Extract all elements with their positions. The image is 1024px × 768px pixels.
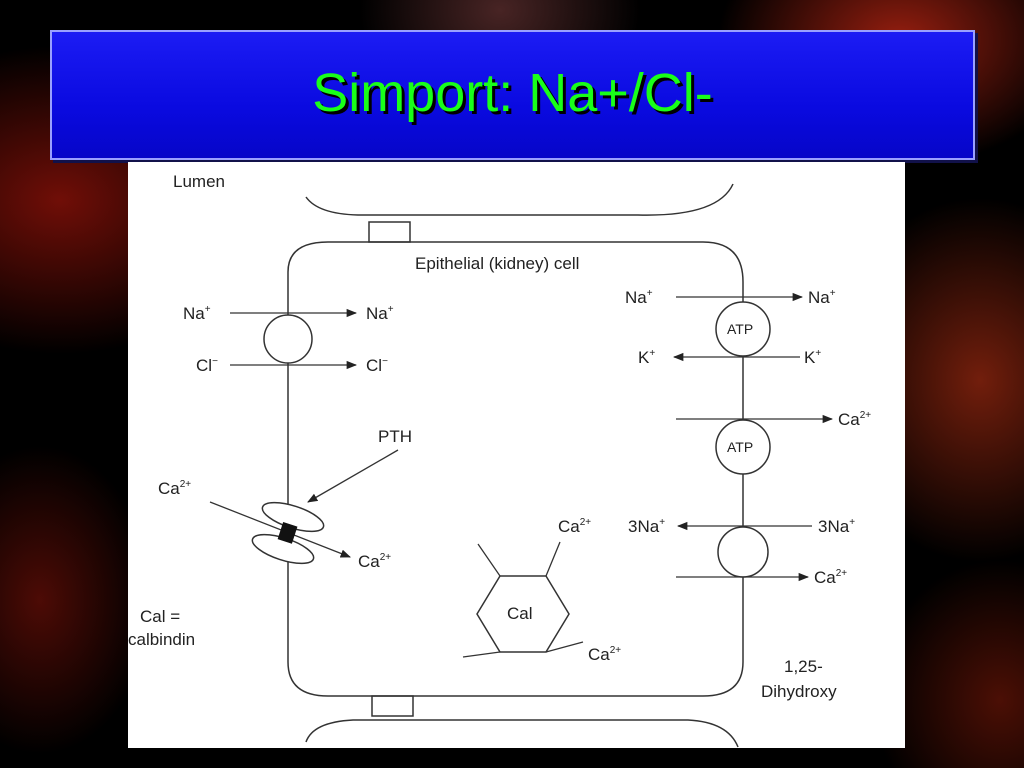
na-out-label: Na+: [366, 304, 394, 323]
cell-membrane: [287, 241, 744, 697]
na-k-atpase: [715, 301, 771, 357]
vitamin-d-line-2: Dihydroxy: [761, 682, 837, 701]
na-ca-exchanger: [717, 526, 769, 578]
diagram-svg: Lumen Epithelial (kidney) cell Na+ Na+ C…: [128, 172, 871, 748]
k-cell-label: K+: [638, 348, 655, 367]
calbindin-label: Cal: [507, 604, 533, 623]
ca-channel-pore: [277, 521, 298, 544]
calbindin-bond-3: [462, 651, 501, 658]
na-in-label: Na+: [183, 304, 211, 323]
ca-channel-arrow: [209, 501, 351, 558]
na-cl-symporter: [263, 314, 313, 364]
adjacent-cell-curve: [305, 719, 739, 748]
ca-cell-label: Ca2+: [358, 552, 391, 571]
ca-exchange-label: Ca2+: [814, 568, 847, 587]
cl-out-label: Cl−: [366, 356, 388, 375]
ca-bound-2-label: Ca2+: [588, 645, 621, 664]
na-cell-label: Na+: [625, 288, 653, 307]
tight-junction-top: [368, 221, 411, 243]
lumen-top-curve: [305, 183, 734, 216]
title-bar: Simport: Na+/Cl-: [50, 30, 975, 160]
calbindin-bond-2: [545, 541, 561, 577]
legend-line-2: calbindin: [128, 630, 195, 649]
na3-blood-label: 3Na+: [818, 517, 855, 536]
cl-in-label: Cl−: [196, 356, 218, 375]
cell-label: Epithelial (kidney) cell: [415, 254, 579, 273]
na3-cell-label: 3Na+: [628, 517, 665, 536]
atp-label-1: ATP: [727, 321, 753, 337]
ca-lumen-label: Ca2+: [158, 479, 191, 498]
pth-label: PTH: [378, 427, 412, 446]
transport-diagram: Lumen Epithelial (kidney) cell Na+ Na+ C…: [128, 162, 905, 748]
slide-title: Simport: Na+/Cl-: [312, 63, 713, 123]
lumen-label: Lumen: [173, 172, 225, 191]
calbindin-bond-4: [545, 641, 584, 653]
na-blood-label: Na+: [808, 288, 836, 307]
legend-line-1: Cal =: [140, 607, 180, 626]
ca-pump-label: Ca2+: [838, 410, 871, 429]
ca-bound-1-label: Ca2+: [558, 517, 591, 536]
atp-label-2: ATP: [727, 439, 753, 455]
pth-arrow: [307, 449, 399, 503]
tight-junction-bottom: [371, 695, 414, 717]
k-blood-label: K+: [804, 348, 821, 367]
calbindin-bond-1: [477, 543, 501, 577]
vitamin-d-line-1: 1,25-: [784, 657, 823, 676]
ca-atpase: [715, 419, 771, 475]
